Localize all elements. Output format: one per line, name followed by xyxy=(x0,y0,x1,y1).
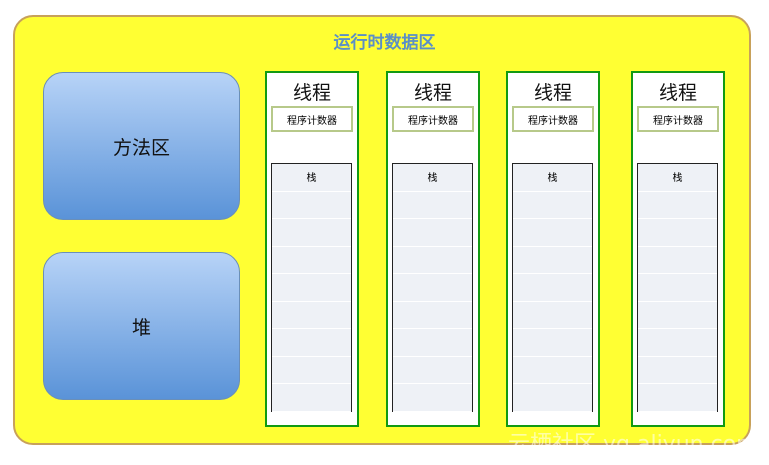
stack-label: 栈 xyxy=(638,164,717,192)
stack-frame xyxy=(393,329,472,357)
program-counter: 程序计数器 xyxy=(271,106,353,132)
stack-frame xyxy=(638,357,717,384)
thread: 线程 程序计数器 栈 xyxy=(265,71,359,427)
stack-frame xyxy=(638,384,717,412)
stack-label: 栈 xyxy=(393,164,472,192)
stack-frame xyxy=(638,192,717,219)
watermark: 云栖社区 yq.aliyun.com xyxy=(508,432,758,457)
stack: 栈 xyxy=(512,163,593,412)
stack-frame xyxy=(393,357,472,384)
stack: 栈 xyxy=(392,163,473,412)
stack-frame xyxy=(513,247,592,274)
stack-frame xyxy=(513,274,592,302)
stack-frame xyxy=(272,247,351,274)
stack-frame xyxy=(272,357,351,384)
stack-frame xyxy=(513,219,592,247)
thread-label: 线程 xyxy=(292,82,331,104)
stack-frame xyxy=(638,274,717,302)
diagram-title: 运行时数据区 xyxy=(333,33,436,53)
heap: 堆 xyxy=(43,252,240,400)
thread: 线程 程序计数器 栈 xyxy=(631,71,725,427)
program-counter: 程序计数器 xyxy=(637,106,719,132)
stack-frame xyxy=(272,329,351,357)
stack-frame xyxy=(393,247,472,274)
stack-frame xyxy=(638,219,717,247)
stack-frame xyxy=(393,192,472,219)
stack-frame xyxy=(393,219,472,247)
stack-frame xyxy=(393,274,472,302)
stack: 栈 xyxy=(637,163,718,412)
stack-frame xyxy=(638,329,717,357)
stack-frame xyxy=(272,384,351,412)
stack-label: 栈 xyxy=(513,164,592,192)
stack-frame xyxy=(272,302,351,329)
stack-frame xyxy=(272,274,351,302)
stack-frame xyxy=(513,192,592,219)
stack-frame xyxy=(393,384,472,412)
thread-label: 线程 xyxy=(658,82,697,104)
program-counter: 程序计数器 xyxy=(392,106,474,132)
thread: 线程 程序计数器 栈 xyxy=(386,71,480,427)
stack-label: 栈 xyxy=(272,164,351,192)
stack-frame xyxy=(638,302,717,329)
stack-frame xyxy=(513,357,592,384)
thread-label: 线程 xyxy=(533,82,572,104)
stack-frame xyxy=(272,192,351,219)
method-area: 方法区 xyxy=(43,72,240,220)
thread: 线程 程序计数器 栈 xyxy=(506,71,600,427)
stack-frame xyxy=(272,219,351,247)
stack-frame xyxy=(638,247,717,274)
program-counter: 程序计数器 xyxy=(512,106,594,132)
stack-frame xyxy=(513,384,592,412)
thread-label: 线程 xyxy=(413,82,452,104)
stack-frame xyxy=(393,302,472,329)
stack-frame xyxy=(513,329,592,357)
stack: 栈 xyxy=(271,163,352,412)
stack-frame xyxy=(513,302,592,329)
